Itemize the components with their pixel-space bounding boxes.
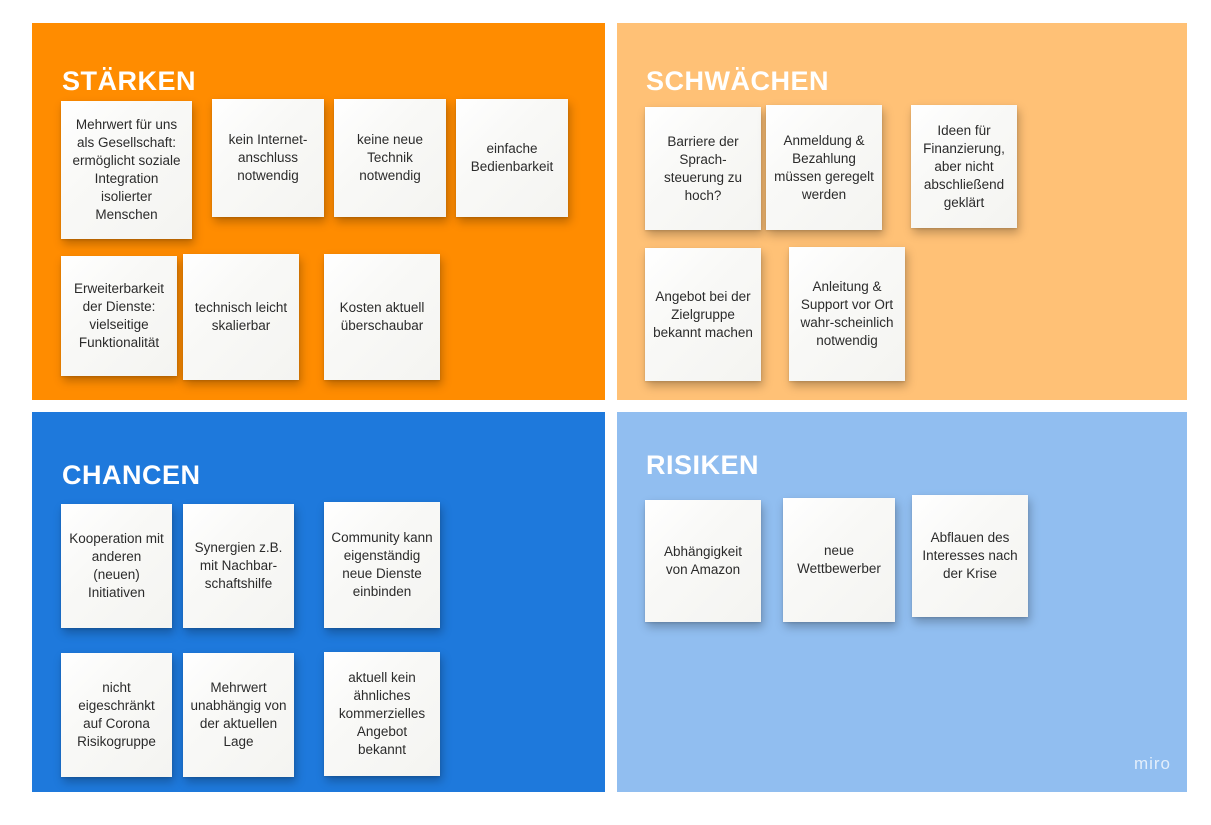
sticky-note-text: keine neue Technik notwendig	[356, 132, 424, 183]
sticky-note-text: Kosten aktuell überschaubar	[339, 300, 425, 333]
sticky-note-text: Barriere der Sprach-steuerung zu hoch?	[663, 133, 743, 203]
sticky-note-text: Anleitung & Support vor Ort wahr-scheinl…	[800, 279, 894, 348]
sticky-note-text: Abflauen des Interesses nach der Krise	[922, 530, 1018, 581]
sticky-note-text: Synergien z.B. mit Nachbar-schaftshilfe	[194, 540, 283, 591]
miro-watermark: miro	[1133, 754, 1171, 773]
quadrant-title-risks: RISIKEN	[646, 450, 760, 480]
notes-layer-risks: Abhängigkeit von Amazon neue Wettbewerbe…	[617, 412, 1187, 792]
sticky-note[interactable]: Community kann eigenständig neue Dienste…	[324, 502, 440, 628]
sticky-note[interactable]: Kosten aktuell überschaubar	[324, 254, 440, 380]
sticky-note-text: einfache Bedienbarkeit	[470, 141, 554, 174]
sticky-note[interactable]: aktuell kein ähnliches kommerzielles Ang…	[324, 652, 440, 776]
notes-layer-strengths: Mehrwert für uns als Gesellschaft: ermög…	[32, 23, 605, 400]
sticky-note-text: Abhängigkeit von Amazon	[663, 544, 743, 577]
sticky-note[interactable]: kein Internet-anschluss notwendig	[212, 99, 324, 217]
sticky-note-text: Mehrwert unabhängig von der aktuellen La…	[190, 680, 287, 749]
sticky-note-text: kein Internet-anschluss notwendig	[228, 132, 308, 183]
sticky-note-text: Ideen für Finanzierung, aber nicht absch…	[923, 122, 1005, 210]
sticky-note[interactable]: Mehrwert für uns als Gesellschaft: ermög…	[61, 101, 192, 239]
sticky-note[interactable]: Mehrwert unabhängig von der aktuellen La…	[183, 653, 294, 777]
sticky-note-text: nicht eigeschränkt auf Corona Risikogrup…	[77, 680, 156, 749]
sticky-note[interactable]: keine neue Technik notwendig	[334, 99, 446, 217]
sticky-note[interactable]: Abhängigkeit von Amazon	[645, 500, 761, 622]
sticky-note[interactable]: Barriere der Sprach-steuerung zu hoch?	[645, 107, 761, 230]
notes-layer-chances: Kooperation mit anderen (neuen) Initiati…	[32, 412, 605, 792]
notes-layer-weaknesses: Barriere der Sprach-steuerung zu hoch? A…	[617, 23, 1187, 400]
sticky-note[interactable]: Kooperation mit anderen (neuen) Initiati…	[61, 504, 172, 628]
quadrant-title-weaknesses: SCHWÄCHEN	[646, 66, 829, 96]
sticky-note[interactable]: neue Wettbewerber	[783, 498, 895, 622]
quadrant-risks[interactable]: RISIKEN Abhängigkeit von Amazon neue Wet…	[617, 412, 1187, 792]
quadrant-strengths[interactable]: STÄRKEN Mehrwert für uns als Gesellschaf…	[32, 23, 605, 400]
quadrant-title-strengths: STÄRKEN	[62, 66, 197, 96]
sticky-note[interactable]: Erweiterbarkeit der Dienste: vielseitige…	[61, 256, 177, 376]
sticky-note-text: Angebot bei der Zielgruppe bekannt mache…	[653, 288, 753, 340]
sticky-note-text: Anmeldung & Bezahlung müssen geregelt we…	[774, 132, 874, 202]
sticky-note[interactable]: Synergien z.B. mit Nachbar-schaftshilfe	[183, 504, 294, 628]
sticky-note-text: Erweiterbarkeit der Dienste: vielseitige…	[73, 281, 165, 350]
sticky-note-text: technisch leicht skalierbar	[194, 300, 288, 333]
sticky-note-text: aktuell kein ähnliches kommerzielles Ang…	[338, 670, 426, 757]
sticky-note[interactable]: Abflauen des Interesses nach der Krise	[912, 495, 1028, 617]
sticky-note[interactable]: Angebot bei der Zielgruppe bekannt mache…	[645, 248, 761, 381]
sticky-note-text: neue Wettbewerber	[797, 543, 881, 576]
sticky-note[interactable]: einfache Bedienbarkeit	[456, 99, 568, 217]
sticky-note[interactable]: Ideen für Finanzierung, aber nicht absch…	[911, 105, 1017, 228]
sticky-note[interactable]: technisch leicht skalierbar	[183, 254, 299, 380]
quadrant-title-chances: CHANCEN	[62, 460, 201, 490]
sticky-note[interactable]: nicht eigeschränkt auf Corona Risikogrup…	[61, 653, 172, 777]
quadrant-weaknesses[interactable]: SCHWÄCHEN Barriere der Sprach-steuerung …	[617, 23, 1187, 400]
sticky-note-text: Mehrwert für uns als Gesellschaft: ermög…	[72, 117, 181, 222]
sticky-note-text: Community kann eigenständig neue Dienste…	[331, 530, 433, 599]
quadrant-chances[interactable]: CHANCEN Kooperation mit anderen (neuen) …	[32, 412, 605, 792]
sticky-note[interactable]: Anmeldung & Bezahlung müssen geregelt we…	[766, 105, 882, 230]
sticky-note-text: Kooperation mit anderen (neuen) Initiati…	[69, 531, 164, 600]
sticky-note[interactable]: Anleitung & Support vor Ort wahr-scheinl…	[789, 247, 905, 381]
